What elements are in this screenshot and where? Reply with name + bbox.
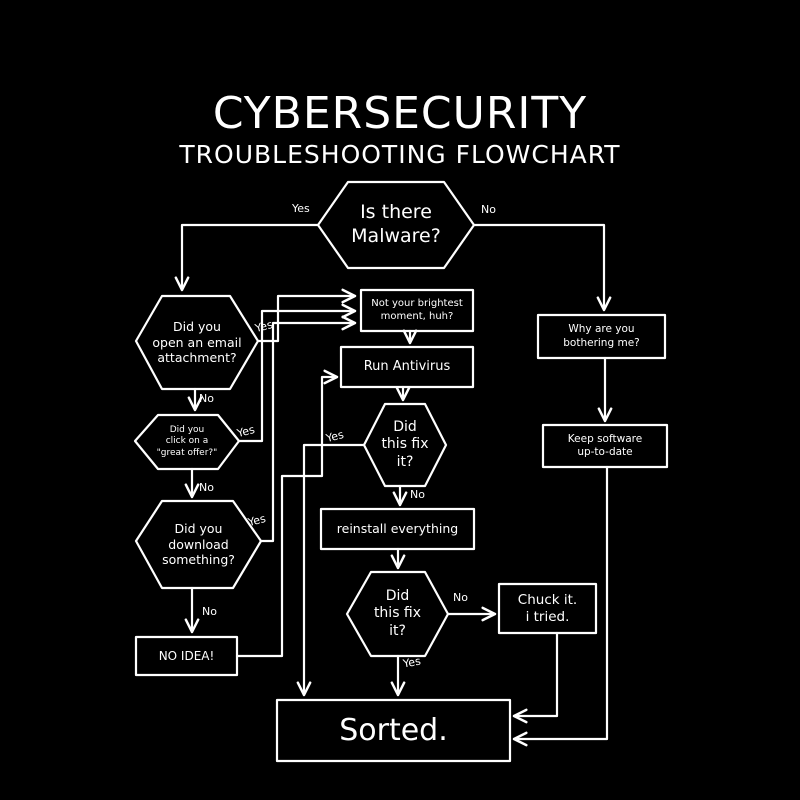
brightest-box: Not your brightest moment, huh? xyxy=(371,298,463,322)
email-yes-arrow xyxy=(256,288,357,343)
fix1-question: Did this fix it? xyxy=(381,418,429,470)
bothering-box-shape xyxy=(536,313,667,360)
fix2-no-label: No xyxy=(453,591,468,604)
email-no-label: No xyxy=(199,392,214,405)
fix2-question: Did this fix it? xyxy=(373,587,422,639)
email-question: Did you open an email attachment? xyxy=(152,319,242,366)
fix1-no-label: No xyxy=(410,488,425,501)
download-question: Did you download something? xyxy=(162,521,235,568)
fix1-decision-shape xyxy=(362,402,448,488)
sorted-box-shape xyxy=(275,698,512,763)
chuck-box-shape xyxy=(497,582,598,635)
noidea-arrow xyxy=(235,369,339,658)
malware-yes-label: Yes xyxy=(292,202,310,215)
malware-no-arrow xyxy=(472,223,612,312)
malware-yes-arrow xyxy=(174,223,320,292)
chuck-box: Chuck it. i tried. xyxy=(517,591,578,625)
page-title: CYBERSECURITY xyxy=(212,88,588,139)
antivirus-box: Run Antivirus xyxy=(363,358,451,374)
noidea-box: NO IDEA! xyxy=(158,648,215,663)
bothering-box: Why are you bothering me? xyxy=(563,323,640,349)
malware-no-label: No xyxy=(481,203,496,216)
keep-to-sorted-arrow xyxy=(512,465,609,747)
keep-box: Keep software up-to-date xyxy=(567,432,643,458)
offer-yes-arrow xyxy=(237,303,357,443)
keep-box-shape xyxy=(541,423,669,469)
fix1-yes-arrow xyxy=(296,443,366,697)
page-subtitle: TROUBLESHOOTING FLOWCHART xyxy=(179,140,621,169)
offer-no-label: No xyxy=(199,481,214,494)
reinstall-box: reinstall everything xyxy=(336,521,459,537)
sorted-box: Sorted. xyxy=(339,712,448,748)
chuck-to-sorted-arrow xyxy=(512,631,559,724)
download-no-label: No xyxy=(202,605,217,618)
download-yes-arrow xyxy=(259,315,357,543)
malware-question: Is there Malware? xyxy=(351,201,441,247)
offer-question: Did you click on a "great offer?" xyxy=(156,425,218,458)
